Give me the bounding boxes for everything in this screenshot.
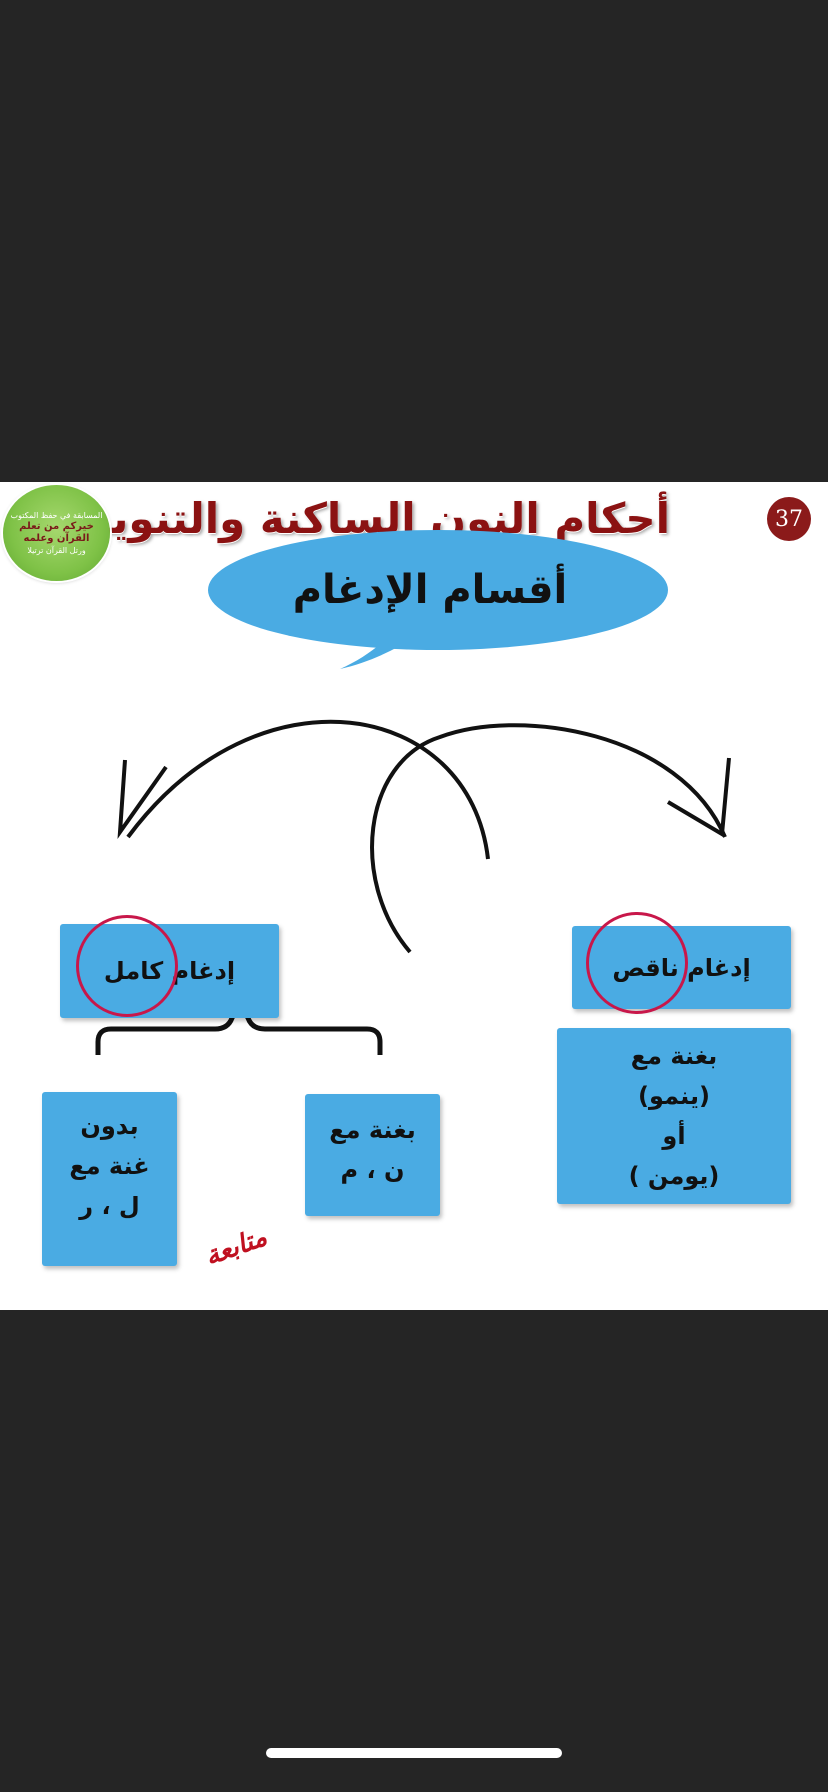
left-sub-b-line-3: ل ، ر <box>79 1192 140 1220</box>
slide: 37 أحكام النون الساكنة والتنوين المسابقة… <box>0 482 828 1310</box>
left-sub-b-line-1: بدون <box>80 1112 139 1140</box>
arrow-head-right <box>666 757 731 838</box>
left-sub-box-without-ghunna: بدون غنة مع ل ، ر <box>42 1092 177 1266</box>
left-sub-a-line-1: بغنة مع <box>329 1116 416 1144</box>
right-detail-line-2: (ينمو) <box>638 1082 710 1110</box>
right-detail-line-4: (يومن ) <box>628 1162 720 1190</box>
right-detail-line-3: أو <box>662 1122 686 1150</box>
left-sub-b-line-2: غنة مع <box>69 1152 150 1180</box>
left-sub-box-with-ghunna: بغنة مع ن ، م <box>305 1094 440 1216</box>
logo-line-1: المسابقة في حفظ المكتوب <box>10 510 103 520</box>
logo-line-3: القرآن وعلمه <box>23 533 90 544</box>
arrow-to-left <box>126 719 490 860</box>
logo-badge: المسابقة في حفظ المكتوب خيركم من تعلم ال… <box>3 485 110 581</box>
home-indicator[interactable] <box>266 1748 562 1758</box>
right-detail-line-1: بغنة مع <box>630 1042 718 1070</box>
speech-bubble-body <box>208 530 668 650</box>
arrow-head-left <box>117 759 168 839</box>
diagram-lines <box>95 530 731 1055</box>
bubble-text: أقسام الإدغام <box>292 567 568 613</box>
arrow-to-right <box>370 723 727 954</box>
left-sub-a-line-2: ن ، م <box>340 1156 405 1184</box>
right-detail-box: بغنة مع (ينمو) أو (يومن ) <box>557 1028 791 1204</box>
page-number-badge: 37 <box>767 497 811 541</box>
right-highlight-circle <box>586 912 688 1014</box>
logo-line-2: خيركم من تعلم <box>19 520 94 532</box>
left-highlight-circle <box>76 915 178 1017</box>
logo-line-4: ورتل القرآن ترتيلا <box>27 545 86 555</box>
